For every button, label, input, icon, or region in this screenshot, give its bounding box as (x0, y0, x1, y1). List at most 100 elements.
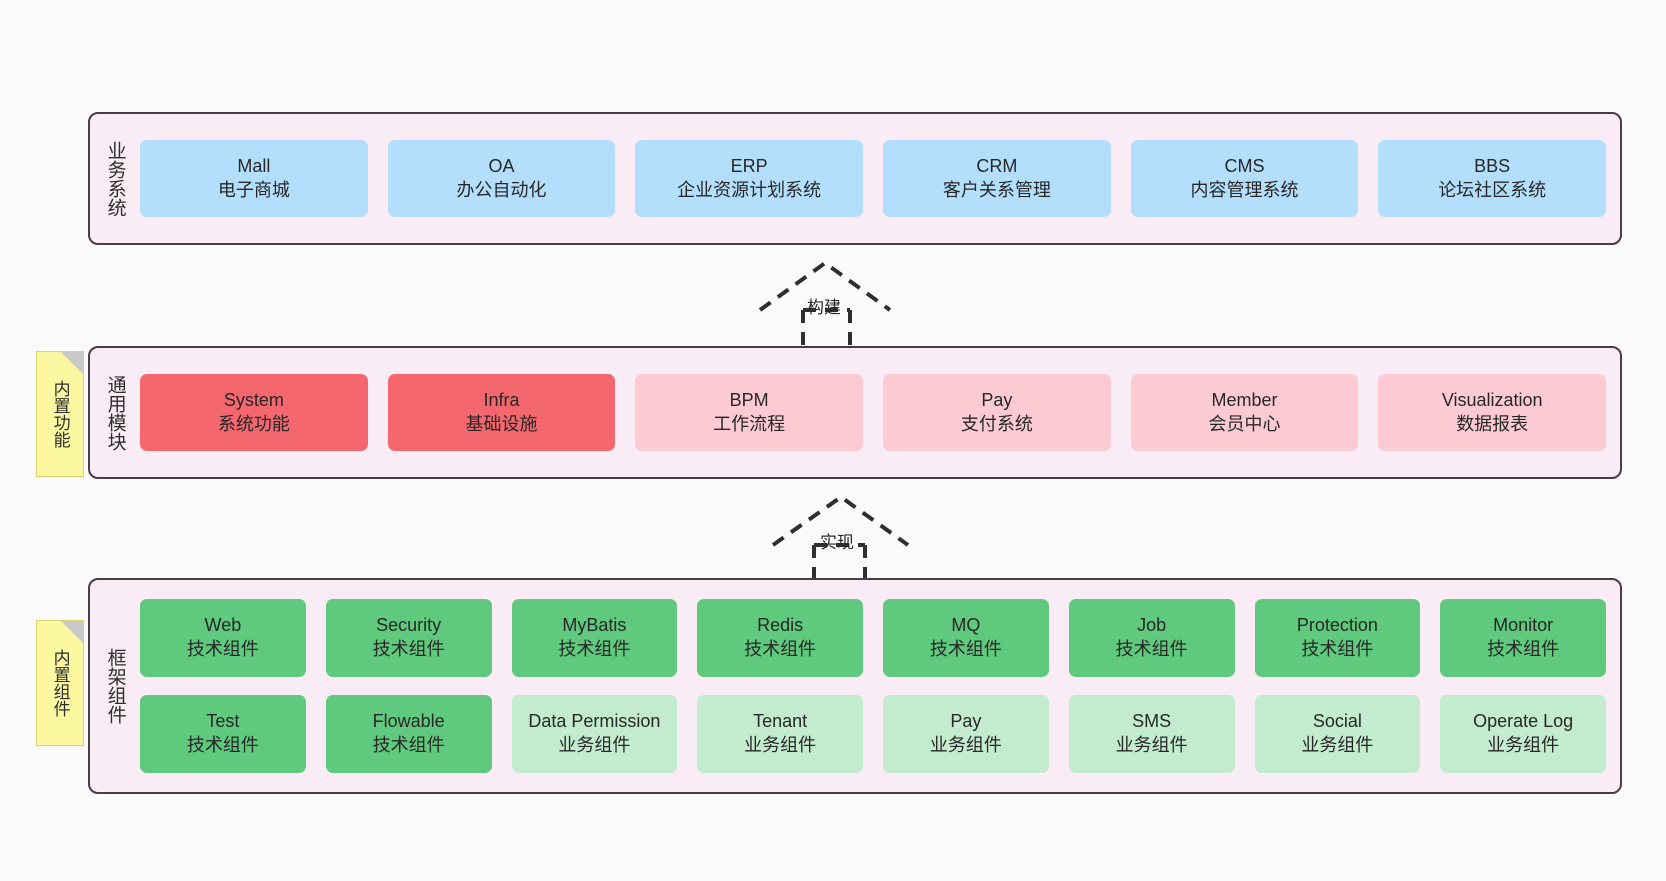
note-builtin-components: 内置组件 (36, 620, 84, 746)
row: Test 技术组件 Flowable 技术组件 Data Permission … (140, 695, 1606, 773)
card-operate-log[interactable]: Operate Log 业务组件 (1440, 695, 1606, 773)
card-title: System (223, 389, 284, 410)
card-subtitle: 系统功能 (217, 413, 290, 434)
row: System 系统功能 Infra 基础设施 BPM 工作流程 Pay 支付系统… (140, 374, 1607, 451)
card-tenant[interactable]: Tenant 业务组件 (697, 695, 863, 773)
card-erp[interactable]: ERP 企业资源计划系统 (635, 140, 864, 217)
card-subtitle: 技术组件 (372, 639, 445, 659)
layer-common-modules[interactable]: 通用模块 System 系统功能 Infra 基础设施 BPM 工作流程 Pay… (88, 346, 1622, 479)
note-fold-icon (61, 352, 83, 374)
card-crm[interactable]: CRM 客户关系管理 (883, 140, 1111, 217)
card-bpm[interactable]: BPM 工作流程 (635, 374, 864, 451)
note-label: 内置组件 (50, 649, 70, 717)
card-title: Security (376, 615, 442, 636)
card-subtitle: 业务组件 (929, 735, 1002, 755)
card-subtitle: 技术组件 (186, 639, 259, 659)
card-title: Redis (757, 615, 804, 636)
card-data-permission[interactable]: Data Permission 业务组件 (511, 695, 678, 773)
layer-body-common-modules: System 系统功能 Infra 基础设施 BPM 工作流程 Pay 支付系统… (140, 348, 1620, 477)
card-mq[interactable]: MQ 技术组件 (883, 599, 1049, 677)
card-title: CRM (976, 155, 1018, 176)
card-subtitle: 技术组件 (929, 639, 1002, 659)
card-mall[interactable]: Mall 电子商城 (140, 140, 368, 217)
card-subtitle: 技术组件 (186, 735, 259, 755)
card-protection[interactable]: Protection 技术组件 (1254, 599, 1421, 677)
card-title: Infra (483, 389, 520, 410)
card-security[interactable]: Security 技术组件 (325, 599, 492, 677)
card-social[interactable]: Social 业务组件 (1254, 695, 1421, 773)
card-subtitle: 技术组件 (744, 639, 817, 659)
card-subtitle: 内容管理系统 (1190, 179, 1299, 200)
card-subtitle: 技术组件 (1487, 639, 1560, 659)
note-fold-icon (61, 621, 83, 643)
card-sms[interactable]: SMS 业务组件 (1068, 695, 1235, 773)
layer-title-common-modules: 通用模块 (104, 374, 126, 451)
card-subtitle: 技术组件 (558, 639, 631, 659)
connector-realize: 实现 (768, 492, 920, 584)
card-mybatis[interactable]: MyBatis 技术组件 (511, 599, 678, 677)
connector-build: 构建 (755, 258, 905, 348)
card-subtitle: 业务组件 (558, 735, 631, 755)
row: Mall 电子商城 OA 办公自动化 ERP 企业资源计划系统 CRM 客户关系… (140, 140, 1607, 217)
card-subtitle: 论坛社区系统 (1438, 179, 1547, 200)
card-title: OA (488, 155, 515, 176)
card-title: Mall (237, 155, 271, 176)
card-title: BPM (729, 389, 769, 410)
card-web[interactable]: Web 技术组件 (140, 599, 306, 677)
card-subtitle: 业务组件 (1301, 735, 1374, 755)
card-member[interactable]: Member 会员中心 (1130, 374, 1359, 451)
card-title: Flowable (372, 711, 445, 732)
card-bbs[interactable]: BBS 论坛社区系统 (1378, 140, 1607, 217)
note-label: 内置功能 (50, 380, 70, 448)
card-oa[interactable]: OA 办公自动化 (387, 140, 616, 217)
card-subtitle: 电子商城 (217, 179, 290, 200)
card-title: Member (1211, 389, 1278, 410)
card-title: SMS (1132, 711, 1172, 732)
card-system[interactable]: System 系统功能 (140, 374, 368, 451)
card-test[interactable]: Test 技术组件 (140, 695, 306, 773)
layer-title-business-systems: 业务系统 (104, 140, 126, 217)
card-title: ERP (730, 155, 768, 176)
card-title: Protection (1296, 615, 1378, 636)
card-title: Pay (950, 711, 982, 732)
card-cms[interactable]: CMS 内容管理系统 (1130, 140, 1359, 217)
card-pay-business[interactable]: Pay 业务组件 (883, 695, 1049, 773)
layer-business-systems[interactable]: 业务系统 Mall 电子商城 OA 办公自动化 ERP 企业资源计划系统 CRM… (88, 112, 1622, 245)
card-title: Monitor (1493, 615, 1554, 636)
card-subtitle: 业务组件 (744, 735, 817, 755)
layer-body-framework-components: Web 技术组件 Security 技术组件 MyBatis 技术组件 Redi… (140, 580, 1620, 792)
card-title: Data Permission (528, 711, 661, 732)
card-title: Visualization (1441, 389, 1543, 410)
card-subtitle: 基础设施 (465, 413, 538, 434)
card-subtitle: 技术组件 (1115, 639, 1188, 659)
card-visualization[interactable]: Visualization 数据报表 (1378, 374, 1607, 451)
layer-body-business-systems: Mall 电子商城 OA 办公自动化 ERP 企业资源计划系统 CRM 客户关系… (140, 114, 1620, 243)
card-subtitle: 数据报表 (1456, 413, 1529, 434)
connector-build-label: 构建 (807, 298, 841, 317)
card-subtitle: 客户关系管理 (942, 179, 1051, 200)
layer-title-framework-components: 框架组件 (104, 648, 126, 724)
layer-framework-components[interactable]: 框架组件 Web 技术组件 Security 技术组件 MyBatis 技术组件… (88, 578, 1622, 794)
card-title: CMS (1224, 155, 1265, 176)
card-monitor[interactable]: Monitor 技术组件 (1440, 599, 1606, 677)
card-subtitle: 办公自动化 (456, 179, 547, 200)
card-subtitle: 企业资源计划系统 (677, 179, 822, 200)
card-redis[interactable]: Redis 技术组件 (697, 599, 863, 677)
card-subtitle: 工作流程 (713, 413, 786, 434)
card-pay[interactable]: Pay 支付系统 (883, 374, 1111, 451)
card-subtitle: 技术组件 (1301, 639, 1374, 659)
card-subtitle: 会员中心 (1208, 413, 1281, 434)
card-title: Pay (981, 389, 1013, 410)
card-subtitle: 支付系统 (960, 413, 1033, 434)
card-flowable[interactable]: Flowable 技术组件 (325, 695, 492, 773)
card-infra[interactable]: Infra 基础设施 (387, 374, 616, 451)
card-title: MyBatis (562, 615, 627, 636)
card-subtitle: 技术组件 (372, 735, 445, 755)
card-title: Social (1312, 711, 1362, 732)
card-job[interactable]: Job 技术组件 (1068, 599, 1235, 677)
card-title: Tenant (753, 711, 808, 732)
card-title: Test (206, 711, 240, 732)
card-title: Job (1137, 615, 1167, 636)
note-builtin-features: 内置功能 (36, 351, 84, 477)
